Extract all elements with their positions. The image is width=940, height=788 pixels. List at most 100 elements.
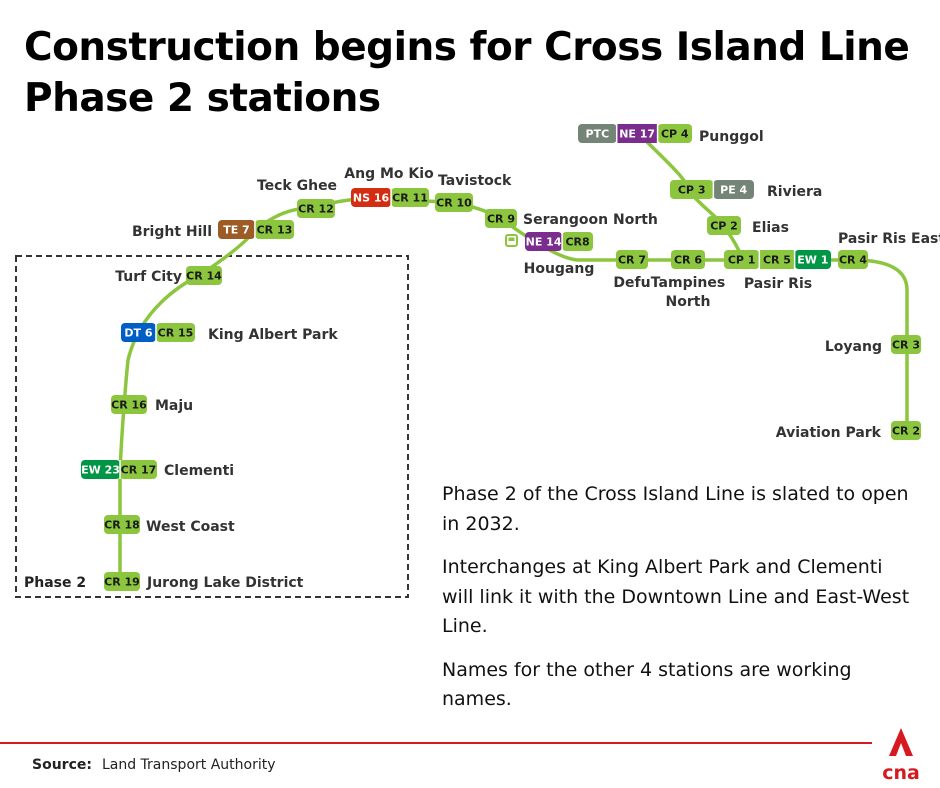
badge-code: CR8 [565, 236, 589, 249]
badge-code: EW 23 [81, 464, 120, 477]
badge-code: NS 16 [353, 192, 390, 205]
station-name: Teck Ghee [257, 178, 337, 194]
station-name: Tavistock [438, 173, 512, 189]
station-code-badge: DT 6 [121, 323, 156, 342]
badge-code: CP 4 [661, 128, 689, 141]
badge-background [794, 250, 831, 269]
bus-icon-body [505, 234, 518, 247]
station-code-badge: CR 12 [297, 199, 335, 218]
bus-icon-window [508, 237, 515, 241]
badge-code: CR 19 [104, 576, 140, 589]
phase-2-boundary [15, 255, 409, 598]
station-code-badge: CR 19 [104, 572, 140, 591]
station-code-badge: CR 10 [435, 193, 473, 212]
station-code-badge: CR 5 [759, 250, 795, 269]
badge-code: CR 15 [158, 327, 194, 340]
badge-code: CP 2 [710, 220, 738, 233]
station-teck-ghee: CR 12 Teck Ghee [257, 178, 337, 218]
badge-background [297, 199, 335, 218]
badge-background [254, 220, 294, 239]
station-code-badge: PE 4 [713, 180, 754, 199]
badge-background [670, 180, 714, 199]
station-code-badge: CR8 [562, 232, 593, 251]
badge-background [186, 266, 222, 285]
badge-code: TE 7 [223, 224, 250, 237]
badge-code: CR 10 [436, 197, 472, 210]
badge-background [616, 250, 648, 269]
badge-code: DT 6 [124, 327, 152, 340]
badge-code: CP 1 [728, 254, 756, 267]
badge-code: CR 14 [186, 270, 222, 283]
station-code-badge: CR 4 [838, 250, 868, 269]
badge-code: CR 5 [763, 254, 791, 267]
badge-code: CR 17 [121, 464, 157, 477]
station-name: Ang Mo Kio [344, 166, 434, 182]
badge-background [104, 572, 140, 591]
station-name: King Albert Park [208, 327, 338, 343]
station-name: Defu [613, 275, 650, 291]
badge-background [435, 193, 473, 212]
badge-background [562, 232, 593, 251]
station-code-badge: CR 18 [104, 515, 140, 534]
station-name: Turf City [115, 269, 182, 285]
badge-code: EW 1 [797, 254, 828, 267]
badge-code: NE 14 [526, 236, 562, 249]
badge-code: PE 4 [720, 184, 747, 197]
badge-background [155, 323, 195, 342]
badge-background [578, 124, 617, 143]
badge-background [671, 250, 705, 269]
station-code-badge: CR 6 [671, 250, 705, 269]
station-name: Pasir Ris [744, 276, 812, 292]
punggol-branch-track [638, 133, 744, 262]
badge-code: CR 13 [257, 224, 293, 237]
station-name: Elias [752, 220, 789, 236]
badge-code: CR 6 [674, 254, 702, 267]
description: Phase 2 of the Cross Island Line is slat… [442, 480, 912, 729]
station-name: Maju [155, 398, 193, 414]
station-maju: CR 16 Maju [111, 395, 193, 414]
description-paragraph-3: Names for the other 4 stations are worki… [442, 658, 852, 711]
station-code-badge: EW 1 [794, 250, 831, 269]
description-paragraph-2: Interchanges at King Albert Park and Cle… [442, 556, 910, 637]
badge-background [81, 460, 121, 479]
source-text: Land Transport Authority [101, 757, 276, 773]
badge-background [838, 250, 868, 269]
station-name: Clementi [164, 463, 234, 479]
station-code-badge: CR 14 [186, 266, 222, 285]
cna-logo-text: cna [882, 762, 920, 782]
station-code-badge: PTC [578, 124, 617, 143]
badge-background [104, 515, 140, 534]
station-code-badge: CR 2 [891, 421, 921, 440]
badge-background [485, 209, 517, 228]
station-name-line: Tampines [651, 275, 725, 291]
source-credit: Source:Land Transport Authority [32, 757, 276, 773]
station-code-badge: CR 9 [485, 209, 517, 228]
station-name: Riviera [767, 184, 822, 200]
badge-code: NE 17 [619, 128, 655, 141]
station-code-badge: NE 14 [525, 232, 563, 251]
station-tavistock: CR 10 Tavistock [435, 173, 512, 212]
station-code-badge: NE 17 [616, 124, 658, 143]
station-defu: CR 7 Defu [613, 250, 651, 291]
station-code-badge: CR 16 [111, 395, 147, 414]
station-name: Hougang [524, 261, 595, 277]
station-code-badge: CR 13 [254, 220, 294, 239]
badge-background [707, 216, 741, 235]
station-name: Bright Hill [132, 224, 212, 240]
station-name: Punggol [699, 129, 764, 145]
badge-code: CR 11 [392, 192, 428, 205]
cna-logo-mark [889, 728, 913, 756]
station-code-badge: CR 7 [616, 250, 648, 269]
badge-background [111, 395, 147, 414]
badge-background [218, 220, 255, 239]
badge-code: PTC [586, 128, 610, 141]
station-code-badge: CP 1 [724, 250, 760, 269]
